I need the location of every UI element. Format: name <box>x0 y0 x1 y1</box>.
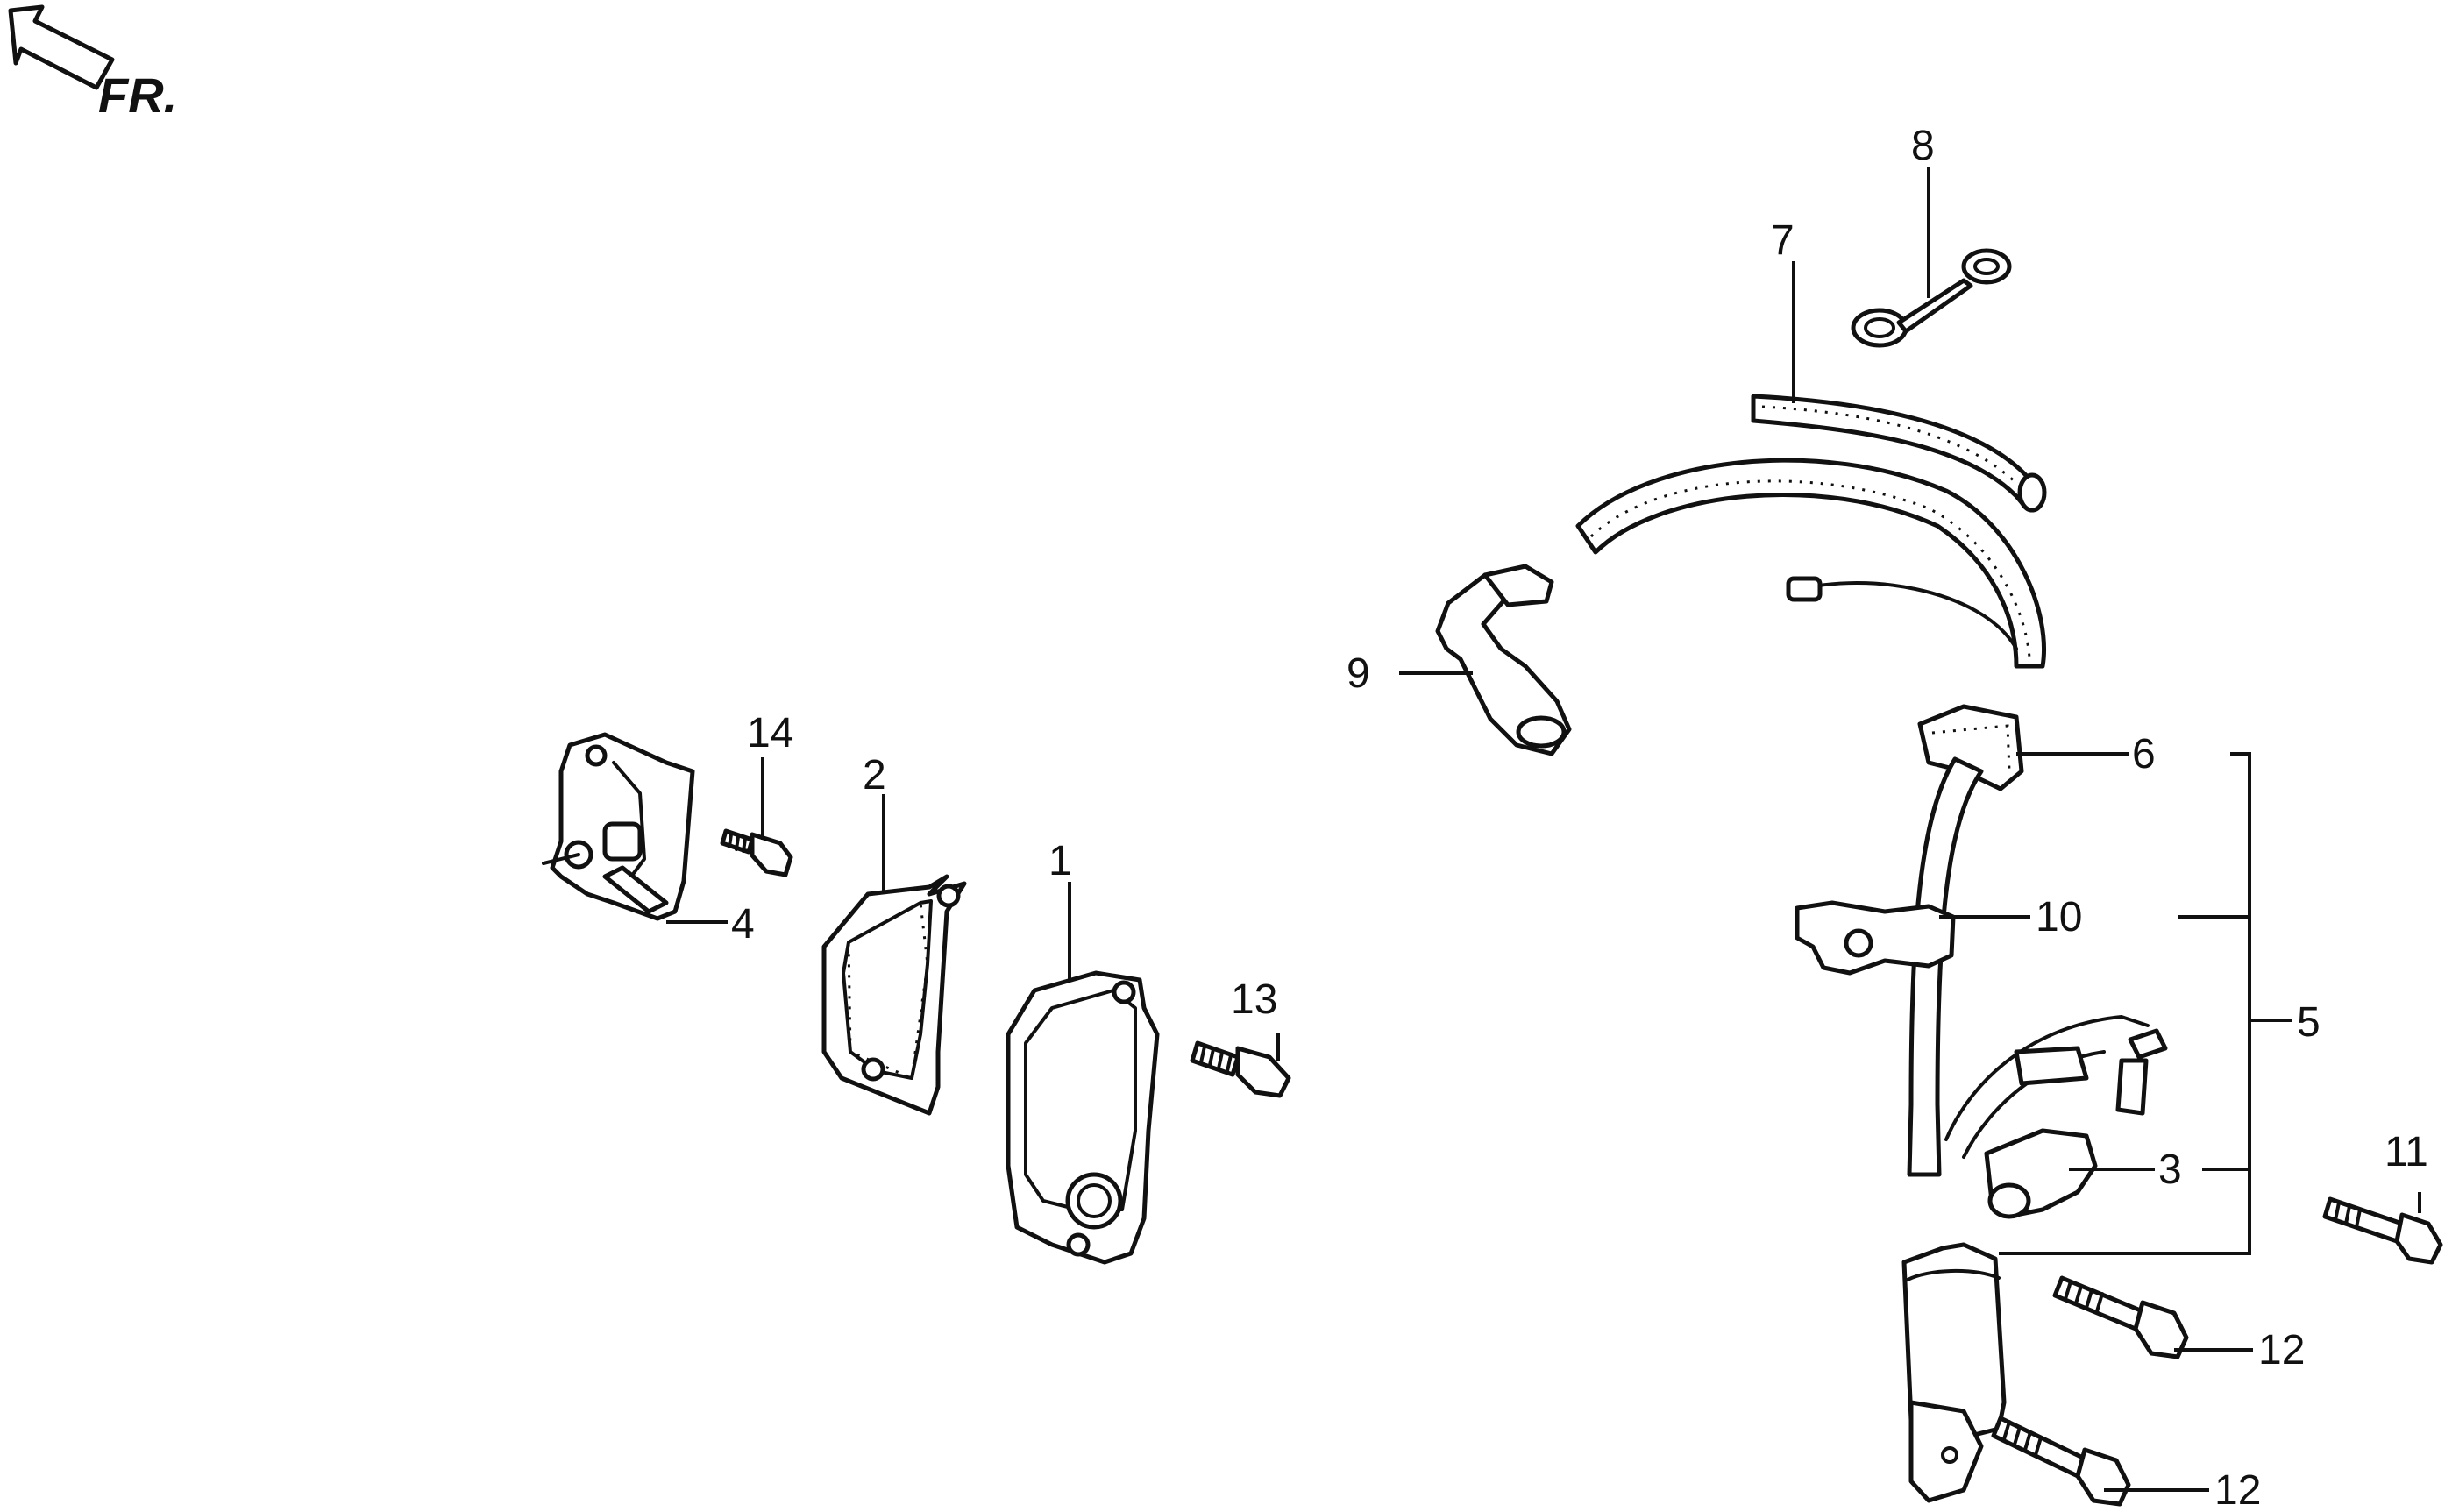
callout-7: 7 <box>1771 217 1795 264</box>
front-arrow-icon: FR. <box>8 4 177 123</box>
bolt-11-part <box>2322 1196 2443 1265</box>
leader-lines <box>666 167 2421 1492</box>
callout-12b: 12 <box>2214 1467 2261 1512</box>
callout-11: 11 <box>2385 1129 2428 1175</box>
callout-numbers: 1 2 3 4 5 6 7 8 9 10 11 12 12 13 14 <box>731 123 2428 1512</box>
callout-6: 6 <box>2132 731 2156 777</box>
callout-13: 13 <box>1231 976 1277 1023</box>
callout-14: 14 <box>747 710 793 756</box>
tube-part <box>1751 394 2047 513</box>
gasket-part <box>821 874 967 1116</box>
front-direction-label: FR. <box>98 67 177 123</box>
callout-3: 3 <box>2158 1146 2182 1193</box>
bolt-13-part <box>1190 1040 1291 1098</box>
clip-part <box>1851 248 2012 348</box>
callout-9: 9 <box>1347 650 1370 697</box>
ignition-coil-assembly <box>1575 458 2168 1503</box>
bolt-14-part <box>720 828 793 877</box>
callout-5: 5 <box>2297 999 2321 1046</box>
callout-12a: 12 <box>2258 1327 2305 1374</box>
bolt-12a-part <box>2052 1275 2189 1359</box>
spark-plug-cap-part <box>1435 564 1572 756</box>
callout-1: 1 <box>1048 838 1072 884</box>
callout-2: 2 <box>863 752 886 799</box>
cover-part <box>1006 970 1160 1265</box>
callout-4: 4 <box>731 901 755 948</box>
callout-8: 8 <box>1911 123 1935 169</box>
callout-10: 10 <box>2036 894 2082 941</box>
control-bracket-part <box>542 732 695 921</box>
